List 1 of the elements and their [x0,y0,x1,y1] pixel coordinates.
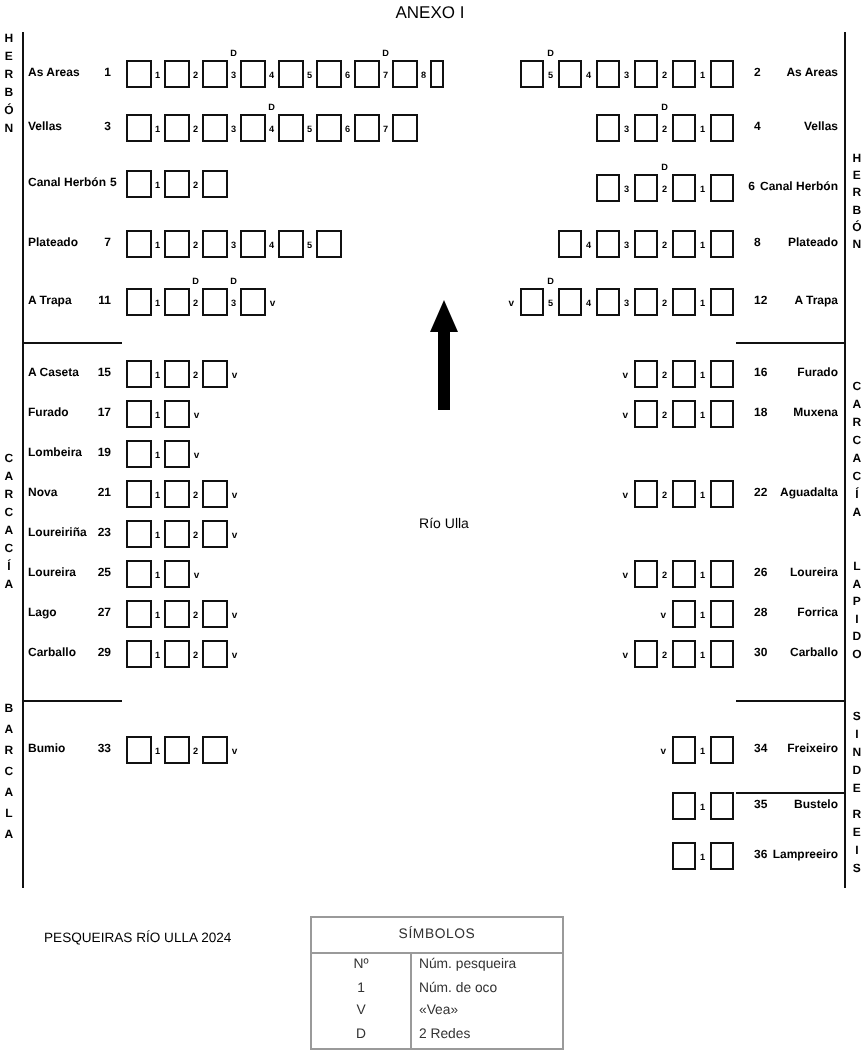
page-title: ANEXO I [395,4,465,24]
